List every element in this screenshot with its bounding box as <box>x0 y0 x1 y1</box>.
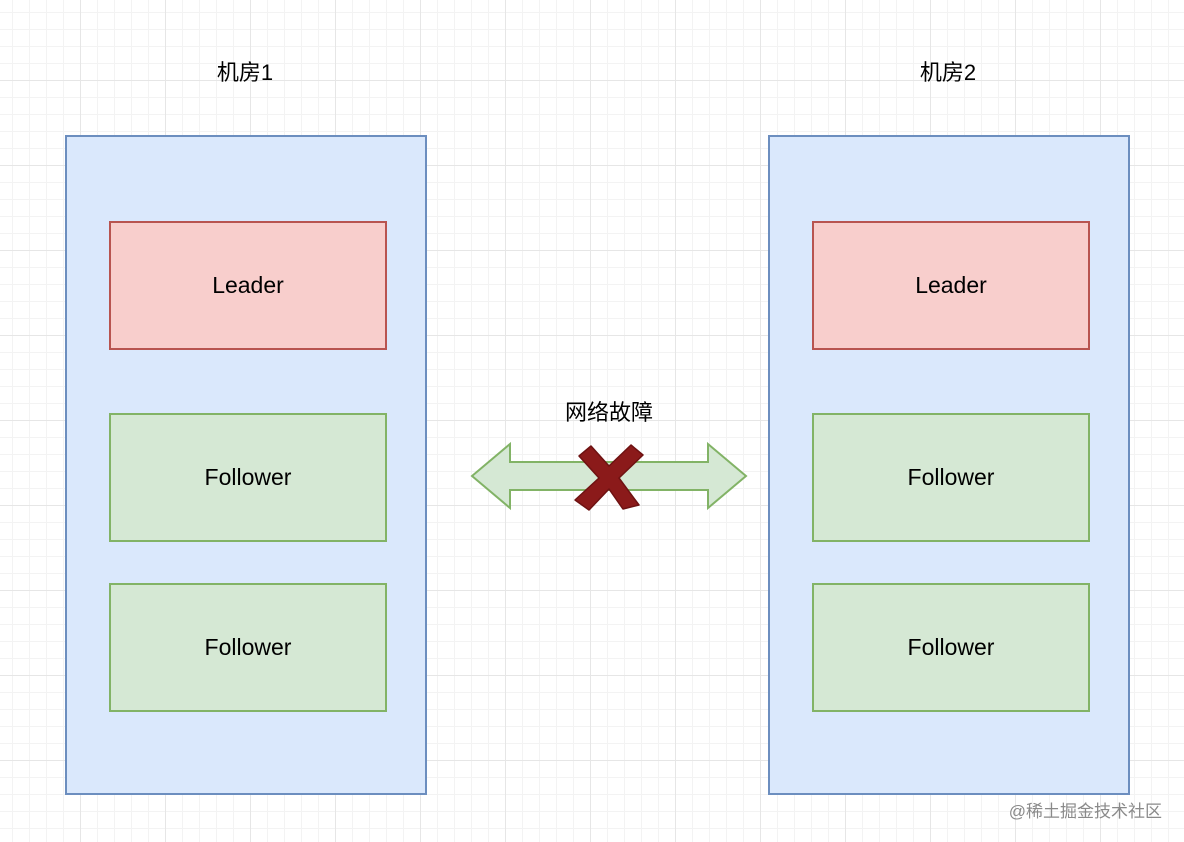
datacenter-2-label: 机房2 <box>919 60 977 85</box>
datacenter-2-box: Leader Follower Follower <box>768 135 1130 795</box>
datacenter-2-follower-node-2: Follower <box>812 583 1090 712</box>
network-fault-label: 网络故障 <box>564 400 653 425</box>
network-link <box>470 441 748 511</box>
datacenter-2-leader-node: Leader <box>812 221 1090 350</box>
datacenter-1-box: Leader Follower Follower <box>65 135 427 795</box>
datacenter-1-leader-node: Leader <box>109 221 387 350</box>
datacenter-2-follower-node-1: Follower <box>812 413 1090 542</box>
cross-icon <box>574 444 644 511</box>
watermark: @稀土掘金技术社区 <box>1008 802 1162 821</box>
datacenter-1-follower-node-2: Follower <box>109 583 387 712</box>
datacenter-1-label: 机房1 <box>216 60 274 85</box>
datacenter-1-follower-node-1: Follower <box>109 413 387 542</box>
